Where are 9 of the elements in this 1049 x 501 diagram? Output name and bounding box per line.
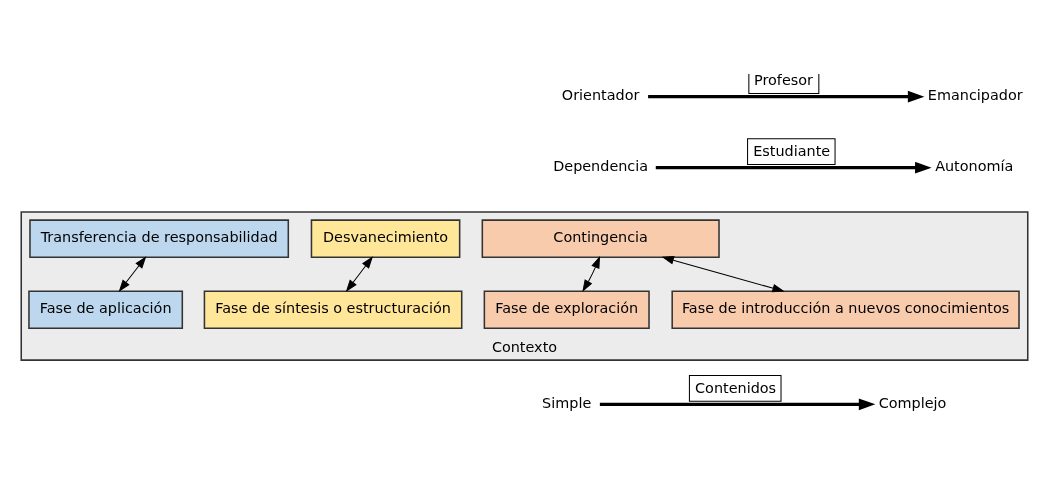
edge-label: Profesor — [754, 72, 813, 89]
node-text: Orientador — [561, 87, 640, 104]
node-text: Dependencia — [553, 158, 649, 175]
edge-label: Estudiante — [753, 143, 831, 160]
node-text: Complejo — [878, 395, 947, 412]
node-text: Emancipador — [927, 87, 1023, 104]
edge-label: Contenidos — [695, 379, 777, 396]
node-text: Autonomía — [935, 158, 1014, 175]
node-text: Simple — [542, 395, 592, 412]
